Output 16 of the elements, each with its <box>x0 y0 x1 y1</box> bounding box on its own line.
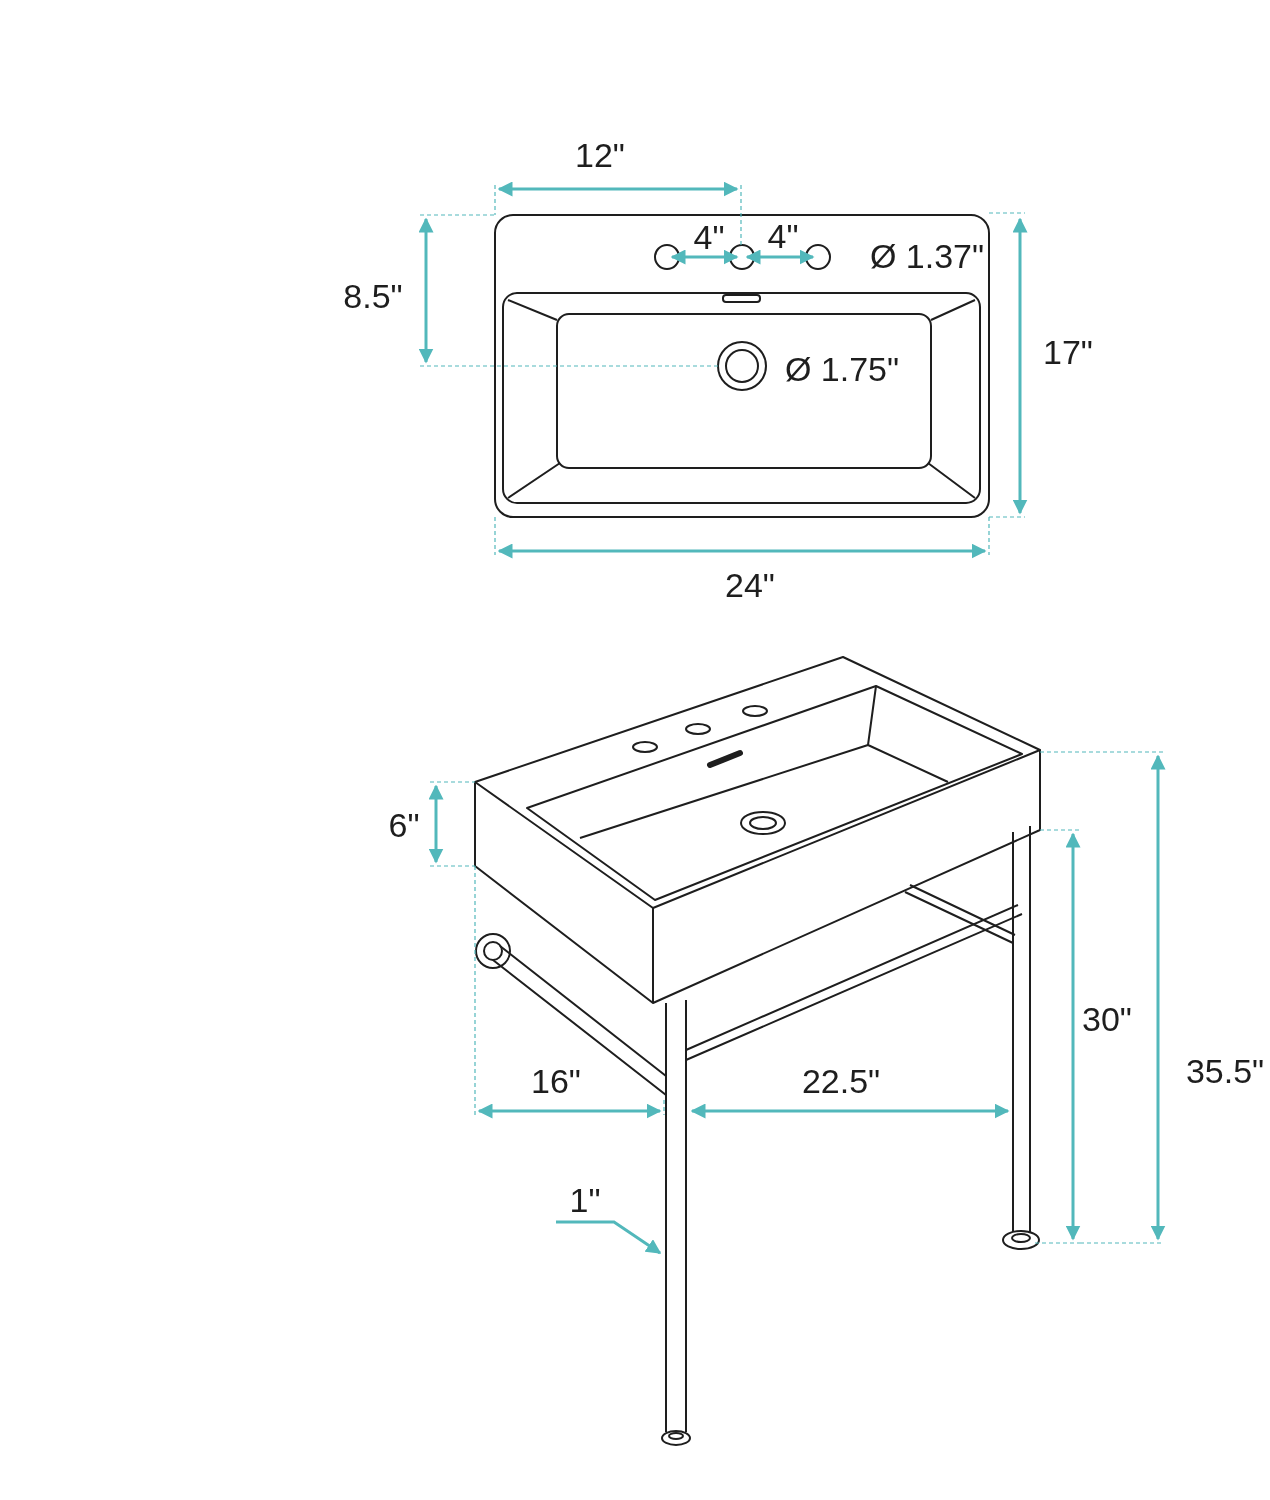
dimension-label: 4" <box>693 220 725 254</box>
leg-pipe <box>660 1000 692 1448</box>
dimension-label: 22.5" <box>801 1064 881 1098</box>
dimension-label: 24" <box>725 568 775 602</box>
dimension-label: 1" <box>556 1180 614 1220</box>
dimension-label: 35.5" <box>1185 1054 1265 1088</box>
dimension-label: 16" <box>531 1064 581 1098</box>
dimension-label: Ø 1.37" <box>869 239 985 273</box>
dimension-label: 17" <box>1043 335 1093 369</box>
dimension-label: 6" <box>388 808 420 842</box>
dimension-label: 8.5" <box>343 279 403 313</box>
dimension-label: 4" <box>767 219 799 253</box>
dimension-label: 12" <box>575 138 625 172</box>
dimension-label: 30" <box>1082 1002 1132 1036</box>
dimension-label: Ø 1.75" <box>784 352 900 386</box>
leader-line <box>556 1220 662 1255</box>
